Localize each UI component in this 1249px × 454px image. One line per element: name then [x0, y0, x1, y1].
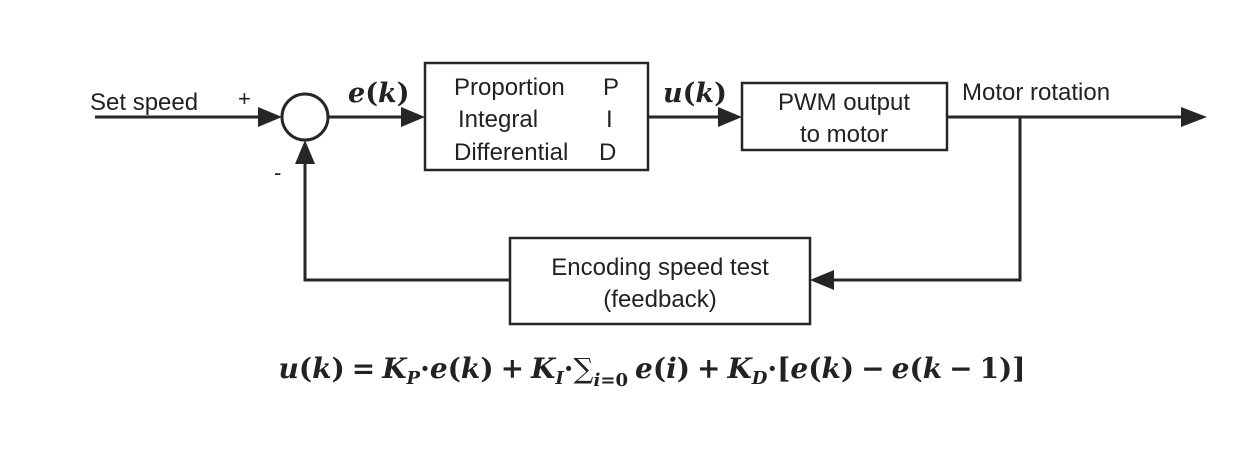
pid-formula: u(k) = KP·e(k) + KI·∑i=0 e(i) + KD·[e(k)… — [278, 352, 1025, 393]
set-speed-label: Set speed — [90, 89, 198, 116]
encoder-line1: Encoding speed test — [551, 254, 769, 281]
summing-junction — [280, 92, 330, 142]
feedback-tap-line — [832, 117, 1022, 282]
pwm-line2: to motor — [800, 121, 888, 148]
minus-sign: - — [274, 160, 281, 185]
feedback-return-line — [303, 162, 510, 282]
pwm-line1: PWM output — [778, 89, 910, 116]
plus-sign: + — [238, 86, 251, 111]
pwm-block — [740, 81, 949, 152]
error-signal-label: e(k) — [348, 78, 409, 109]
pid-differential-label: Differential — [454, 139, 568, 166]
pid-p-letter: P — [603, 74, 619, 101]
set-speed-arrowhead — [258, 107, 282, 127]
encoder-line2: (feedback) — [603, 286, 716, 313]
motor-rotation-label: Motor rotation — [962, 79, 1110, 106]
control-signal-label: u(k) — [663, 78, 727, 109]
feedback-into-junction-arrowhead — [295, 140, 315, 164]
pid-i-letter: I — [606, 106, 613, 133]
error-arrowhead — [401, 107, 425, 127]
pid-integral-label: Integral — [458, 106, 538, 133]
motor-output-arrowhead — [1181, 107, 1207, 127]
control-signal-arrowhead — [718, 107, 742, 127]
encoder-block — [508, 236, 812, 326]
pid-d-letter: D — [599, 139, 616, 166]
pid-proportion-label: Proportion — [454, 74, 565, 101]
pid-block — [423, 61, 650, 172]
feedback-into-encoder-arrowhead — [810, 270, 834, 290]
